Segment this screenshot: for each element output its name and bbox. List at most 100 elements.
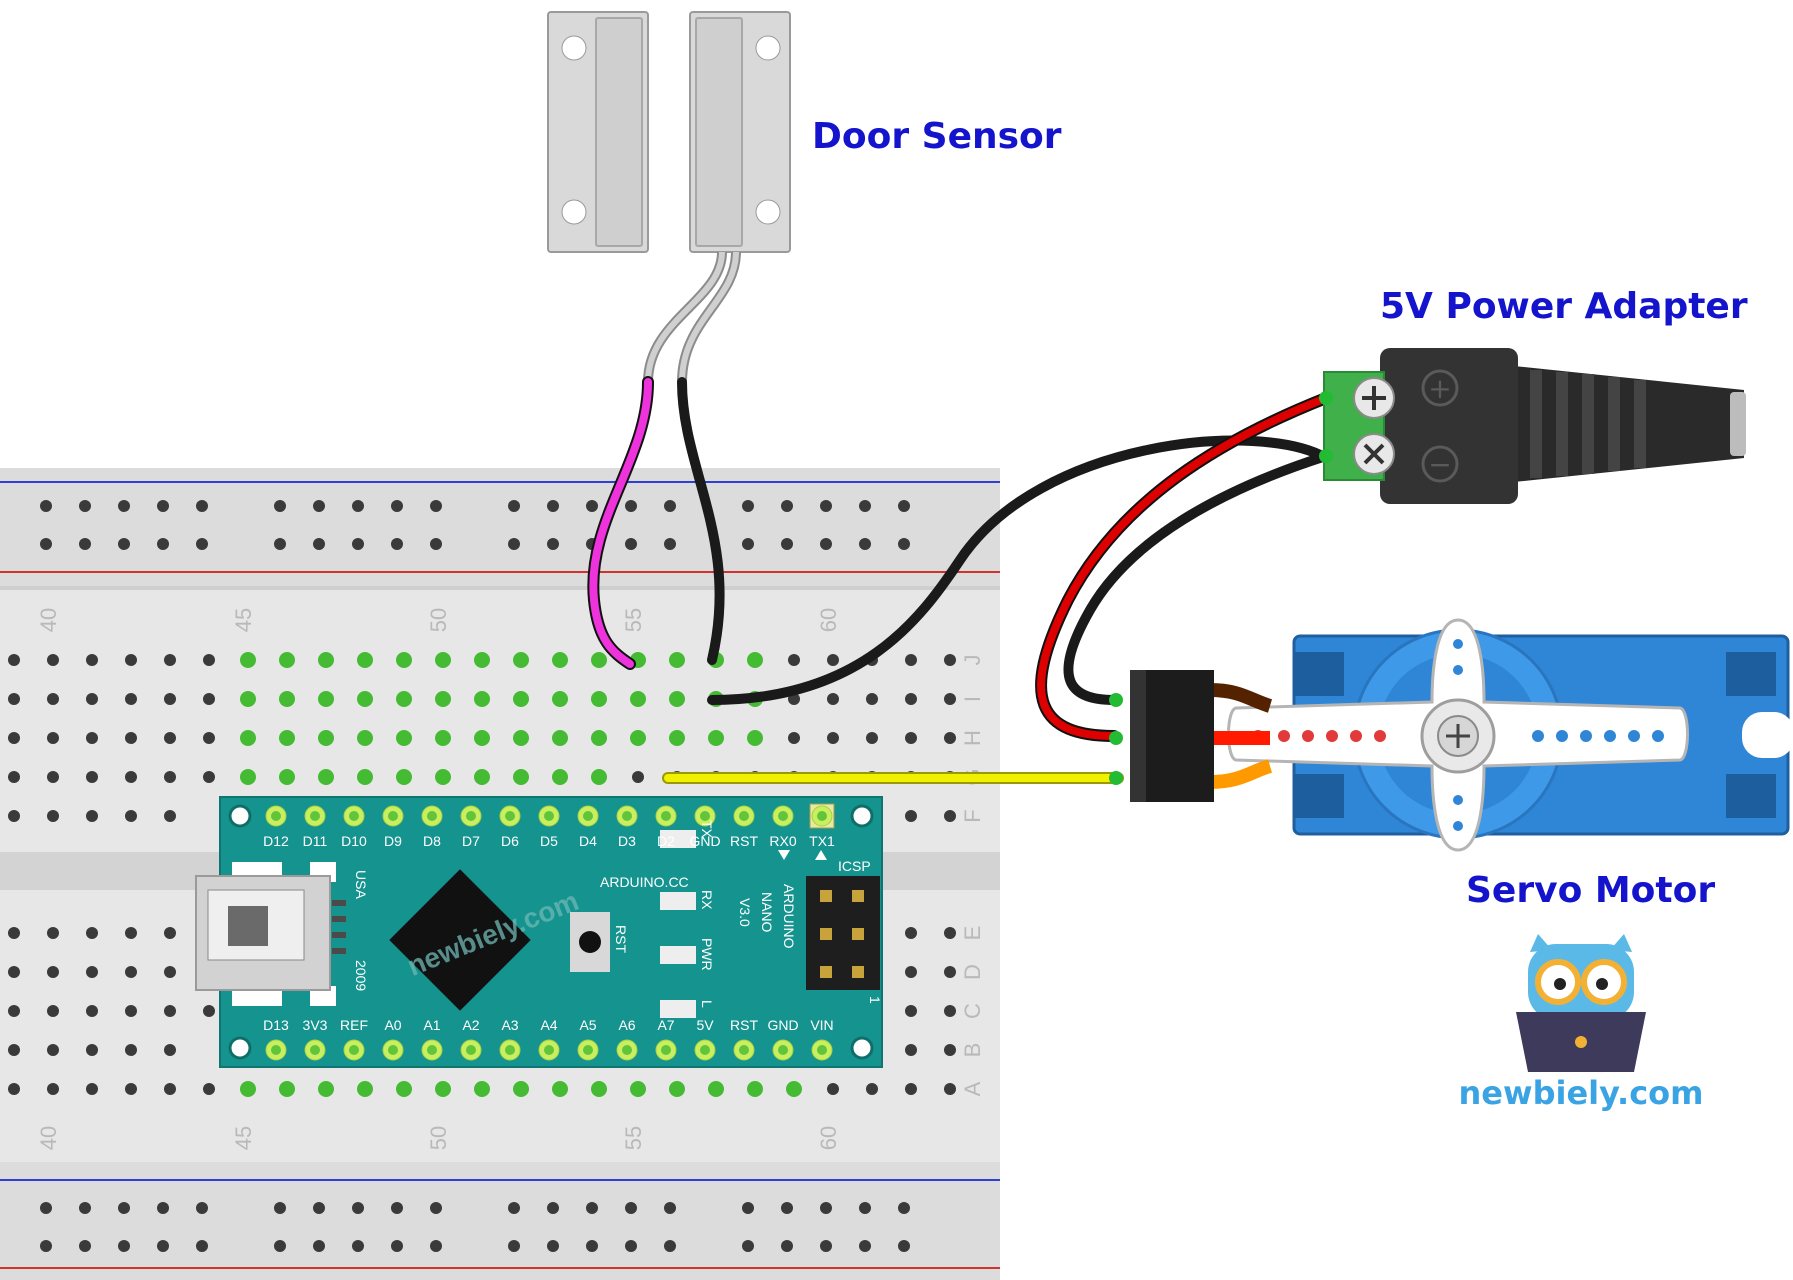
- rail-hole: [820, 538, 832, 550]
- breadboard-hole: [513, 769, 529, 785]
- plus-marking-icon: [1421, 369, 1459, 407]
- breadboard-hole: [86, 1005, 98, 1017]
- breadboard-hole: [866, 693, 878, 705]
- rail-hole: [118, 1240, 130, 1252]
- breadboard-hole: [552, 769, 568, 785]
- breadboard-hole: [203, 771, 215, 783]
- adapter-body: [1380, 348, 1518, 504]
- breadboard-hole: [203, 732, 215, 744]
- pin-label-bottom: 3V3: [303, 1017, 328, 1033]
- rail-hole: [742, 538, 754, 550]
- horn-hole: [1453, 665, 1463, 675]
- breadboard-hole: [164, 810, 176, 822]
- breadboard-hole: [866, 1083, 878, 1095]
- rail-hole: [313, 538, 325, 550]
- breadboard-hole: [786, 1081, 802, 1097]
- horn-hole: [1453, 795, 1463, 805]
- horn-hole: [1453, 821, 1463, 831]
- horn-hole: [1453, 639, 1463, 649]
- plus-marking: +: [1428, 372, 1451, 405]
- pin-label-top: D6: [501, 833, 519, 849]
- rail-hole: [625, 1240, 637, 1252]
- breadboard-hole: [630, 691, 646, 707]
- breadboard-hole: [8, 732, 20, 744]
- rail-hole: [157, 500, 169, 512]
- breadboard-hole: [747, 652, 763, 668]
- breadboard-hole: [164, 1083, 176, 1095]
- wires: [587, 376, 1332, 784]
- servo-wire-orange: [1209, 759, 1273, 789]
- rail-hole: [430, 1202, 442, 1214]
- breadboard-hole: [669, 652, 685, 668]
- rail-hole: [547, 1202, 559, 1214]
- breadboard-hole: [47, 1005, 59, 1017]
- rail-hole: [781, 1202, 793, 1214]
- breadboard-hole: [86, 1083, 98, 1095]
- nano-model-line-3: V3.0: [737, 898, 753, 927]
- row-letter: I: [960, 696, 985, 702]
- power-adapter-label: 5V Power Adapter: [1380, 286, 1748, 327]
- column-number: 55: [621, 1126, 646, 1150]
- horn-hole: [1374, 730, 1386, 742]
- breadboard-hole: [905, 966, 917, 978]
- pin-label-top: D9: [384, 833, 402, 849]
- icsp-pin: [820, 928, 832, 940]
- breadboard-hole: [240, 691, 256, 707]
- pin-label-top: D2: [657, 833, 675, 849]
- breadboard-hole: [905, 810, 917, 822]
- pin-label-bottom: A0: [384, 1017, 401, 1033]
- rail-hole: [820, 500, 832, 512]
- icsp-pin: [820, 966, 832, 978]
- breadboard-hole: [164, 693, 176, 705]
- servo-mount-slot: [1742, 712, 1793, 758]
- pin-label-bottom: A2: [462, 1017, 479, 1033]
- horn-hole: [1604, 730, 1616, 742]
- row-letter: C: [960, 1003, 985, 1019]
- breadboard-hole: [513, 652, 529, 668]
- rail-hole: [40, 500, 52, 512]
- rail-hole: [196, 500, 208, 512]
- nano-model-line-1: ARDUINO: [781, 884, 797, 949]
- breadboard-hole: [8, 810, 20, 822]
- row-letter: J: [960, 655, 985, 666]
- breadboard-hole: [8, 693, 20, 705]
- breadboard-hole: [669, 1081, 685, 1097]
- mount-hole: [561, 199, 587, 225]
- horn-hole: [1326, 730, 1338, 742]
- nano-mount-hole: [228, 804, 252, 828]
- breadboard-hole: [318, 769, 334, 785]
- row-letter: F: [960, 809, 985, 822]
- pin-label-bottom: A7: [657, 1017, 674, 1033]
- breadboard-hole: [944, 693, 956, 705]
- breadboard-hole: [240, 1081, 256, 1097]
- breadboard-hole: [357, 769, 373, 785]
- rail-hole: [157, 1202, 169, 1214]
- rail-hole: [352, 500, 364, 512]
- horn-hole: [1652, 730, 1664, 742]
- breadboard-hole: [866, 732, 878, 744]
- rail-hole: [352, 1240, 364, 1252]
- breadboard-hole: [318, 730, 334, 746]
- rail-hole: [40, 1202, 52, 1214]
- breadboard-hole: [47, 927, 59, 939]
- pin-label-bottom: A6: [618, 1017, 635, 1033]
- power-adapter: + −: [1319, 348, 1746, 504]
- column-number: 40: [36, 608, 61, 632]
- breadboard-hole: [125, 1044, 137, 1056]
- breadboard-hole: [513, 730, 529, 746]
- led-label-tx: TX: [699, 820, 715, 839]
- breadboard-hole: [513, 1081, 529, 1097]
- rail-hole: [79, 1240, 91, 1252]
- breadboard-hole: [944, 732, 956, 744]
- breadboard-hole: [474, 652, 490, 668]
- pin-label-top: D12: [263, 833, 289, 849]
- pin-label-bottom: RST: [730, 1017, 758, 1033]
- breadboard-hole: [86, 927, 98, 939]
- rail-hole: [742, 1202, 754, 1214]
- row-letter: A: [960, 1081, 985, 1096]
- rail-hole: [781, 538, 793, 550]
- pin-label-top: D7: [462, 833, 480, 849]
- pin-label-bottom: GND: [767, 1017, 798, 1033]
- breadboard-hole: [318, 691, 334, 707]
